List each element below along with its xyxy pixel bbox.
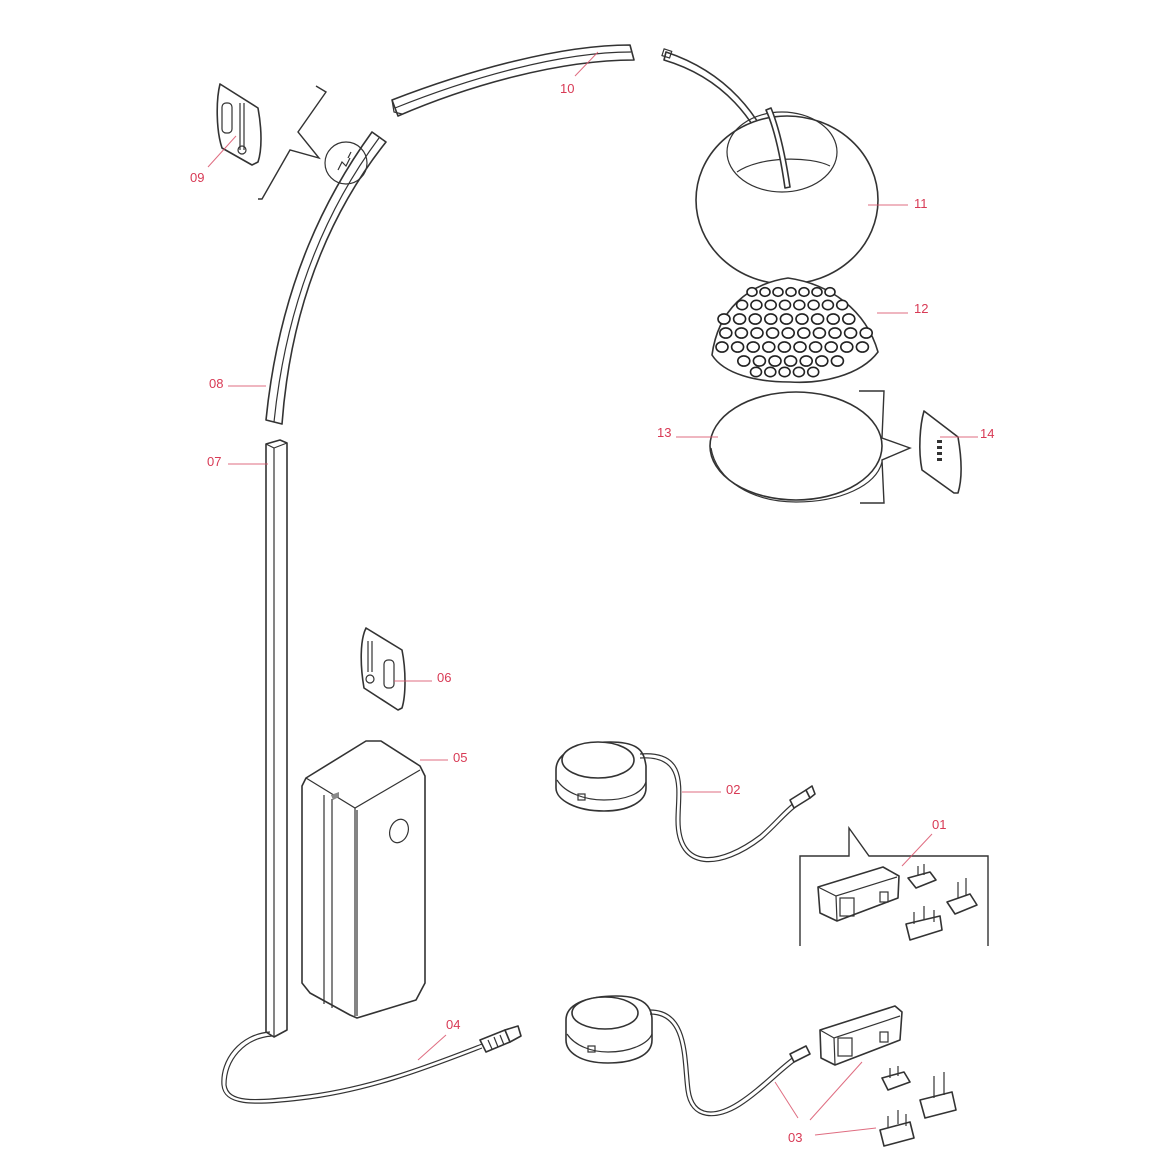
label-05: 05 bbox=[453, 750, 467, 765]
label-09: 09 bbox=[190, 170, 204, 185]
adapter-body bbox=[817, 866, 900, 922]
label-02: 02 bbox=[726, 782, 740, 797]
part-02-dimmer-switch: 02 bbox=[555, 741, 816, 863]
label-07: 07 bbox=[207, 454, 221, 469]
part-12-perforated-dome: 12 bbox=[711, 277, 928, 384]
part-10-upper-arc: 10 bbox=[391, 44, 635, 117]
adapter-body-03 bbox=[819, 1005, 903, 1066]
label-06: 06 bbox=[437, 670, 451, 685]
part-13-diffuser-disc: 13 bbox=[657, 390, 912, 504]
label-04: 04 bbox=[446, 1017, 460, 1032]
label-10: 10 bbox=[560, 81, 574, 96]
part-06-hardware-bag: 06 bbox=[360, 627, 451, 711]
part-03-dimmer-adapter-set: 03 bbox=[565, 995, 957, 1147]
label-12: 12 bbox=[914, 301, 928, 316]
part-09-hardware-bag: 09 bbox=[190, 83, 328, 200]
part-14-hardware-bag: 14 bbox=[919, 410, 994, 494]
part-08-middle-arc: 08 bbox=[209, 131, 387, 425]
label-03: 03 bbox=[788, 1130, 802, 1145]
part-07-lower-pole: 07 bbox=[207, 439, 288, 1038]
connector-04 bbox=[479, 1025, 522, 1053]
part-04-cable: 04 bbox=[221, 1017, 522, 1104]
label-11: 11 bbox=[914, 196, 928, 211]
part-05-base-block: 05 bbox=[301, 740, 467, 1019]
label-14: 14 bbox=[980, 426, 994, 441]
label-08: 08 bbox=[209, 376, 223, 391]
part-01-adapter-callout: 01 bbox=[799, 817, 989, 946]
label-13: 13 bbox=[657, 425, 671, 440]
part-11-shade: 11 bbox=[695, 107, 928, 285]
label-01: 01 bbox=[932, 817, 946, 832]
